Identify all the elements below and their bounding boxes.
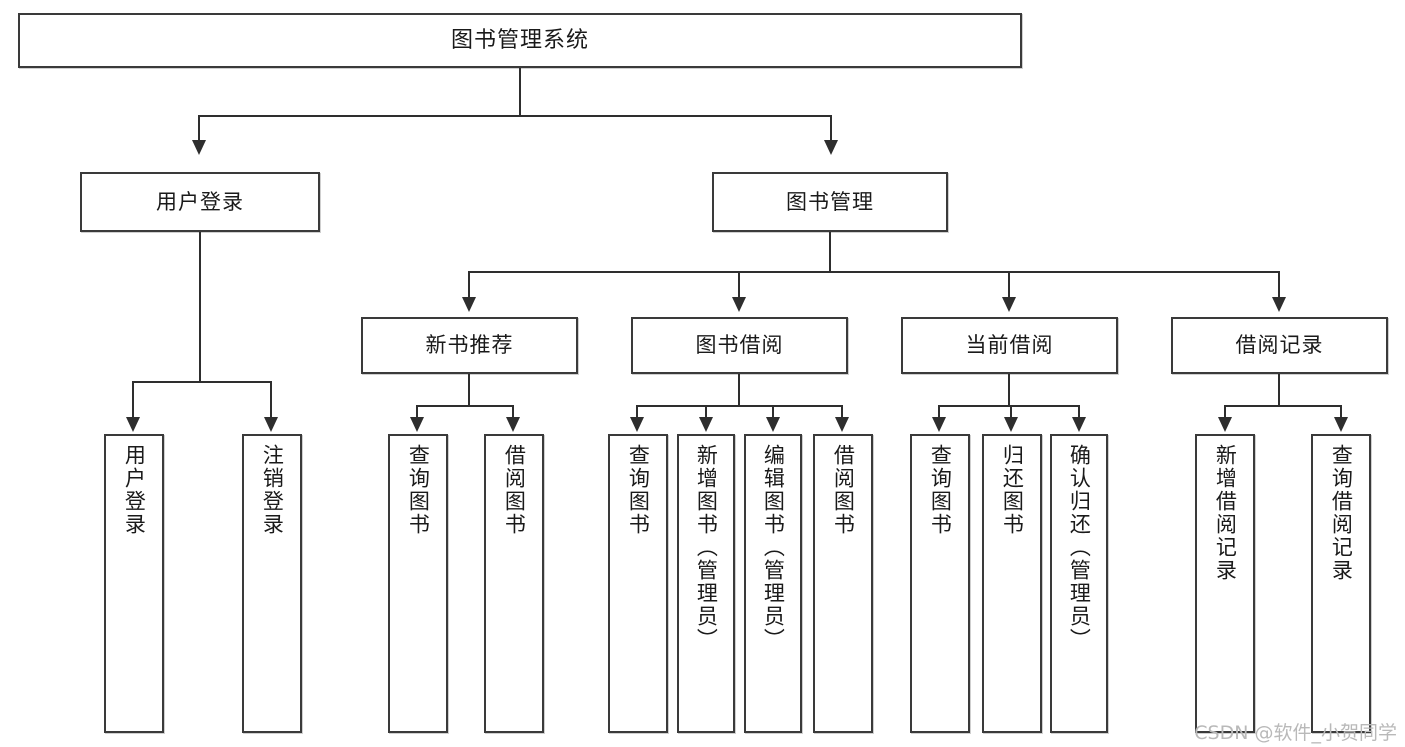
arrowhead-leaf-edit-book: [766, 417, 780, 432]
node-leaf-add-record[interactable]: 新增借阅记录: [1195, 434, 1255, 733]
arrowhead-leaf-borrow-book-2: [835, 417, 849, 432]
arrowhead-leaf-confirm-return: [1072, 417, 1086, 432]
node-current-borrow[interactable]: 当前借阅: [901, 317, 1118, 374]
node-user-login[interactable]: 用户登录: [80, 172, 320, 232]
connector-user-login-drop-1: [132, 381, 134, 417]
arrowhead-leaf-logout-login: [264, 417, 278, 432]
arrowhead-user-login: [192, 140, 206, 155]
node-label: 用户登录: [122, 444, 147, 536]
connector-new-book-bus: [416, 405, 514, 407]
connector-level3-drop-2: [738, 271, 740, 297]
node-label: 查询图书: [928, 444, 953, 536]
arrowhead-book-manage: [824, 140, 838, 155]
node-label: 新增借阅记录: [1213, 444, 1238, 582]
node-new-book-recommend[interactable]: 新书推荐: [361, 317, 578, 374]
node-label: 借阅图书: [831, 444, 856, 536]
connector-book-borrow-drop-2: [705, 405, 707, 417]
connector-book-borrow-bus: [636, 405, 843, 407]
node-root-book-management-system[interactable]: 图书管理系统: [18, 13, 1022, 68]
connector-new-book-stem: [468, 374, 470, 405]
node-leaf-query-record[interactable]: 查询借阅记录: [1311, 434, 1371, 733]
node-leaf-borrow-book-1[interactable]: 借阅图书: [484, 434, 544, 733]
connector-book-manage-stem: [829, 232, 831, 271]
arrowhead-leaf-query-book-2: [630, 417, 644, 432]
node-leaf-return-book[interactable]: 归还图书: [982, 434, 1042, 733]
arrowhead-leaf-add-record: [1218, 417, 1232, 432]
node-label: 注销登录: [260, 444, 285, 536]
node-label: 用户登录: [156, 189, 244, 214]
node-label: 查询借阅记录: [1329, 444, 1354, 582]
connector-current-borrow-stem: [1008, 374, 1010, 405]
connector-user-login-drop-2: [270, 381, 272, 417]
connector-level3-drop-1: [468, 271, 470, 297]
node-leaf-logout-login[interactable]: 注销登录: [242, 434, 302, 733]
node-label: 查询图书: [406, 444, 431, 536]
connector-book-borrow-drop-4: [841, 405, 843, 417]
connector-level2-drop-right: [830, 115, 832, 140]
connector-current-borrow-bus: [938, 405, 1080, 407]
arrowhead-borrow-record: [1272, 297, 1286, 312]
node-label: 图书管理: [786, 189, 874, 214]
node-book-borrow[interactable]: 图书借阅: [631, 317, 848, 374]
connector-book-borrow-drop-3: [772, 405, 774, 417]
node-label: 当前借阅: [965, 333, 1054, 358]
arrowhead-leaf-query-record: [1334, 417, 1348, 432]
node-leaf-add-book[interactable]: 新增图书（管理员）: [677, 434, 735, 733]
arrowhead-current-borrow: [1002, 297, 1016, 312]
connector-borrow-record-drop-2: [1340, 405, 1342, 417]
connector-borrow-record-drop-1: [1224, 405, 1226, 417]
node-leaf-query-book-1[interactable]: 查询图书: [388, 434, 448, 733]
arrowhead-leaf-add-book: [699, 417, 713, 432]
connector-new-book-drop-1: [416, 405, 418, 417]
node-label: 新增图书（管理员）: [694, 444, 719, 651]
node-label: 确认归还（管理员）: [1067, 444, 1092, 651]
arrowhead-leaf-query-book-3: [932, 417, 946, 432]
node-leaf-query-book-2[interactable]: 查询图书: [608, 434, 668, 733]
connector-borrow-record-stem: [1278, 374, 1280, 405]
arrowhead-leaf-query-book-1: [410, 417, 424, 432]
connector-level3-drop-4: [1278, 271, 1280, 297]
connector-book-borrow-stem: [738, 374, 740, 405]
node-label: 借阅图书: [502, 444, 527, 536]
connector-user-login-stem: [199, 232, 201, 381]
arrowhead-leaf-return-book: [1004, 417, 1018, 432]
node-borrow-record[interactable]: 借阅记录: [1171, 317, 1388, 374]
node-label: 图书管理系统: [450, 27, 589, 53]
node-label: 归还图书: [1000, 444, 1025, 536]
connector-current-borrow-drop-1: [938, 405, 940, 417]
node-book-manage[interactable]: 图书管理: [712, 172, 948, 232]
connector-borrow-record-bus: [1224, 405, 1342, 407]
node-leaf-edit-book[interactable]: 编辑图书（管理员）: [744, 434, 802, 733]
connector-book-borrow-drop-1: [636, 405, 638, 417]
node-leaf-query-book-3[interactable]: 查询图书: [910, 434, 970, 733]
connector-level2-bus: [198, 115, 832, 117]
node-leaf-user-login[interactable]: 用户登录: [104, 434, 164, 733]
connector-current-borrow-drop-3: [1078, 405, 1080, 417]
arrowhead-leaf-user-login: [126, 417, 140, 432]
node-leaf-confirm-return[interactable]: 确认归还（管理员）: [1050, 434, 1108, 733]
connector-level2-drop-left: [198, 115, 200, 140]
node-leaf-borrow-book-2[interactable]: 借阅图书: [813, 434, 873, 733]
node-label: 新书推荐: [425, 333, 514, 358]
node-label: 查询图书: [626, 444, 651, 536]
node-label: 图书借阅: [695, 333, 784, 358]
connector-root-stem: [519, 68, 521, 115]
connector-level3-drop-3: [1008, 271, 1010, 297]
node-label: 编辑图书（管理员）: [761, 444, 786, 651]
connector-current-borrow-drop-2: [1010, 405, 1012, 417]
arrowhead-book-borrow: [732, 297, 746, 312]
arrowhead-leaf-borrow-book-1: [506, 417, 520, 432]
node-label: 借阅记录: [1235, 333, 1324, 358]
connector-level3-bus: [468, 271, 1280, 273]
connector-user-login-bus: [132, 381, 270, 383]
connector-new-book-drop-2: [512, 405, 514, 417]
arrowhead-new-book-recommend: [462, 297, 476, 312]
